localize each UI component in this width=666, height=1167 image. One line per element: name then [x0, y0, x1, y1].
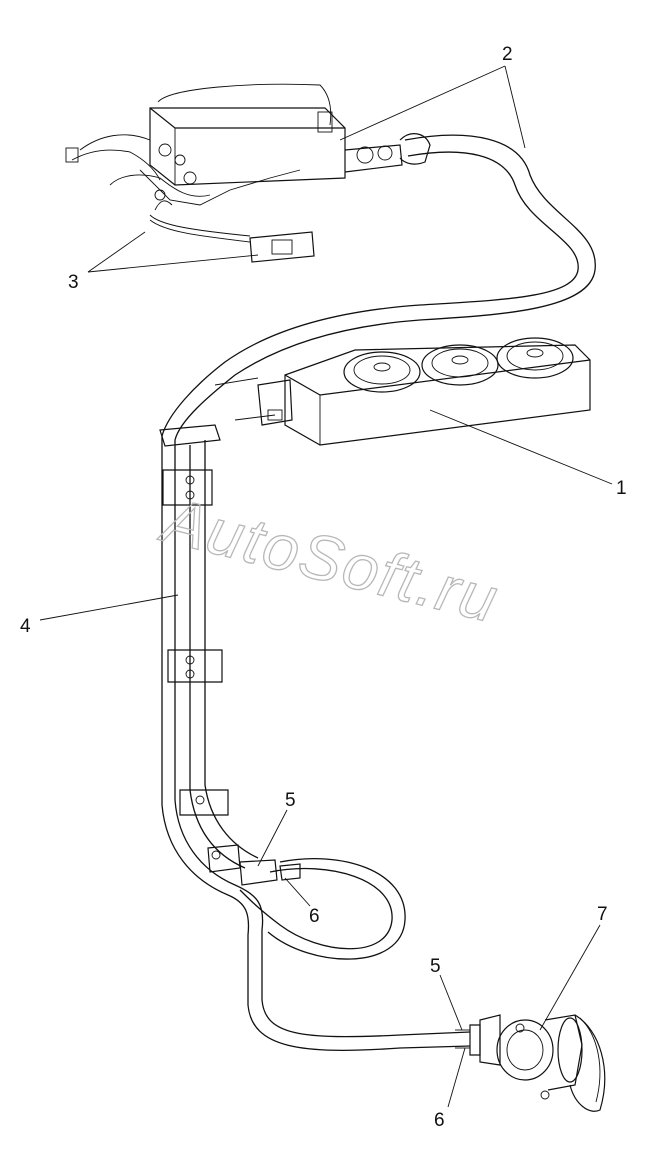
leader-lines	[39, 65, 613, 1108]
callout-6-upper: 6	[309, 906, 320, 927]
compressor	[455, 1014, 606, 1112]
control-module	[149, 214, 315, 263]
hose-clamp-1	[162, 469, 213, 506]
main-hose-pair	[161, 134, 596, 1052]
callout-3: 3	[68, 272, 79, 293]
callout-5-lower: 5	[430, 956, 441, 977]
upper-fittings	[207, 844, 301, 886]
callout-6-lower: 6	[434, 1110, 445, 1131]
callout-labels: 2 3 1 4 5 6 7 5 6	[20, 44, 627, 1131]
fan-1	[343, 351, 421, 393]
callout-7: 7	[597, 904, 608, 925]
hose-clamp-3	[179, 789, 229, 816]
top-hose-bend	[159, 424, 221, 447]
condenser-unit	[214, 337, 591, 446]
fan-2	[421, 344, 499, 386]
evaporator-unit	[65, 83, 431, 211]
watermark-text: AutoSoft.ru	[153, 483, 506, 637]
callout-2: 2	[502, 44, 513, 65]
callout-1: 1	[616, 478, 627, 499]
hose-clamp-2	[167, 649, 223, 683]
fan-3	[496, 337, 574, 379]
callout-4: 4	[20, 616, 31, 637]
callout-5-upper: 5	[285, 790, 296, 811]
